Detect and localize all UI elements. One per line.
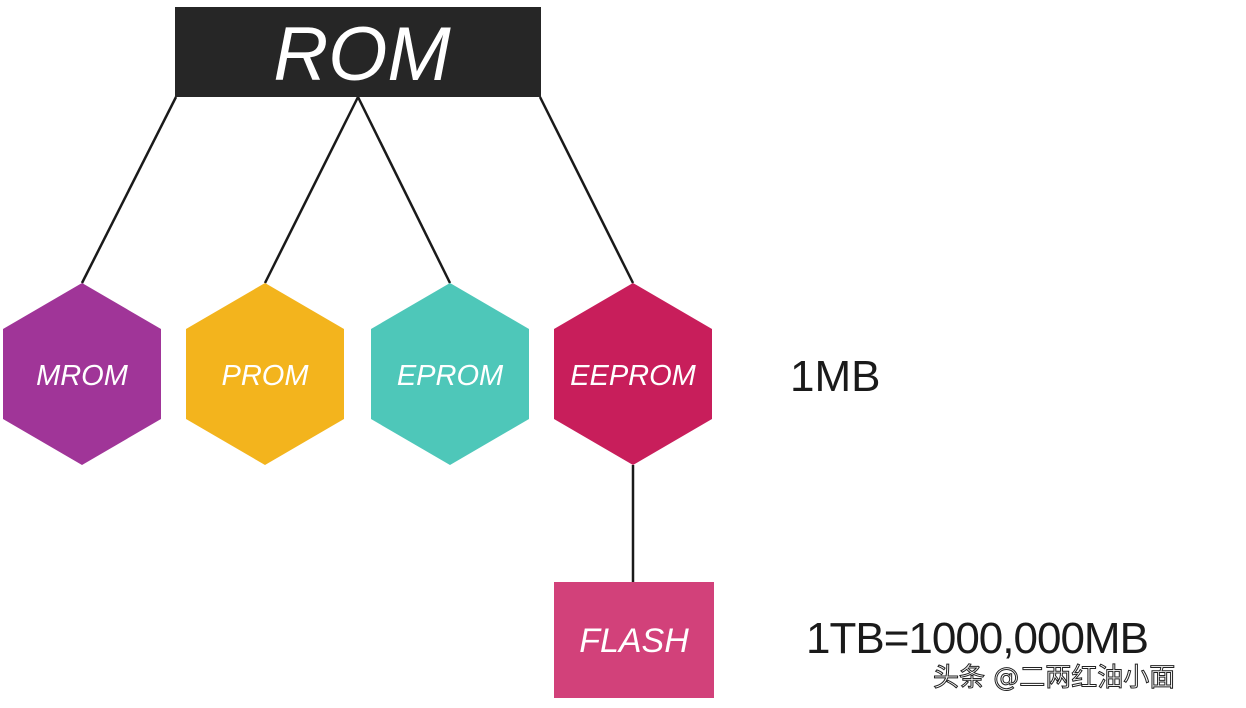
hexagon-shape (186, 283, 344, 465)
hex-node-eeprom: EEPROM (554, 283, 712, 465)
root-label: ROM (273, 12, 451, 97)
hex-node-prom: PROM (186, 283, 344, 465)
hex-node-eprom: EPROM (371, 283, 529, 465)
hexagon-shape (3, 283, 161, 465)
watermark: 头条 @二两红油小面 (932, 663, 1176, 694)
hexagon-shape (554, 283, 712, 465)
node-label-mrom: MROM (36, 360, 129, 392)
node-label-flash: FLASH (579, 622, 689, 660)
connectors (80, 96, 635, 582)
hex-node-mrom: MROM (3, 283, 161, 465)
eeprom-capacity-label: 1MB (790, 352, 881, 401)
child-node-flash (554, 582, 714, 698)
connector-rom-mrom (80, 96, 178, 284)
connector-rom-prom (263, 96, 360, 284)
flash-capacity-label: 1TB=1000,000MB (806, 614, 1149, 663)
hexagon-shape (371, 283, 529, 465)
root-node-rom (175, 7, 541, 97)
connector-rom-eeprom (538, 96, 635, 284)
node-label-eeprom: EEPROM (570, 360, 697, 392)
node-label-eprom: EPROM (397, 360, 504, 392)
node-label-prom: PROM (222, 360, 310, 392)
connector-rom-eprom (356, 96, 452, 284)
